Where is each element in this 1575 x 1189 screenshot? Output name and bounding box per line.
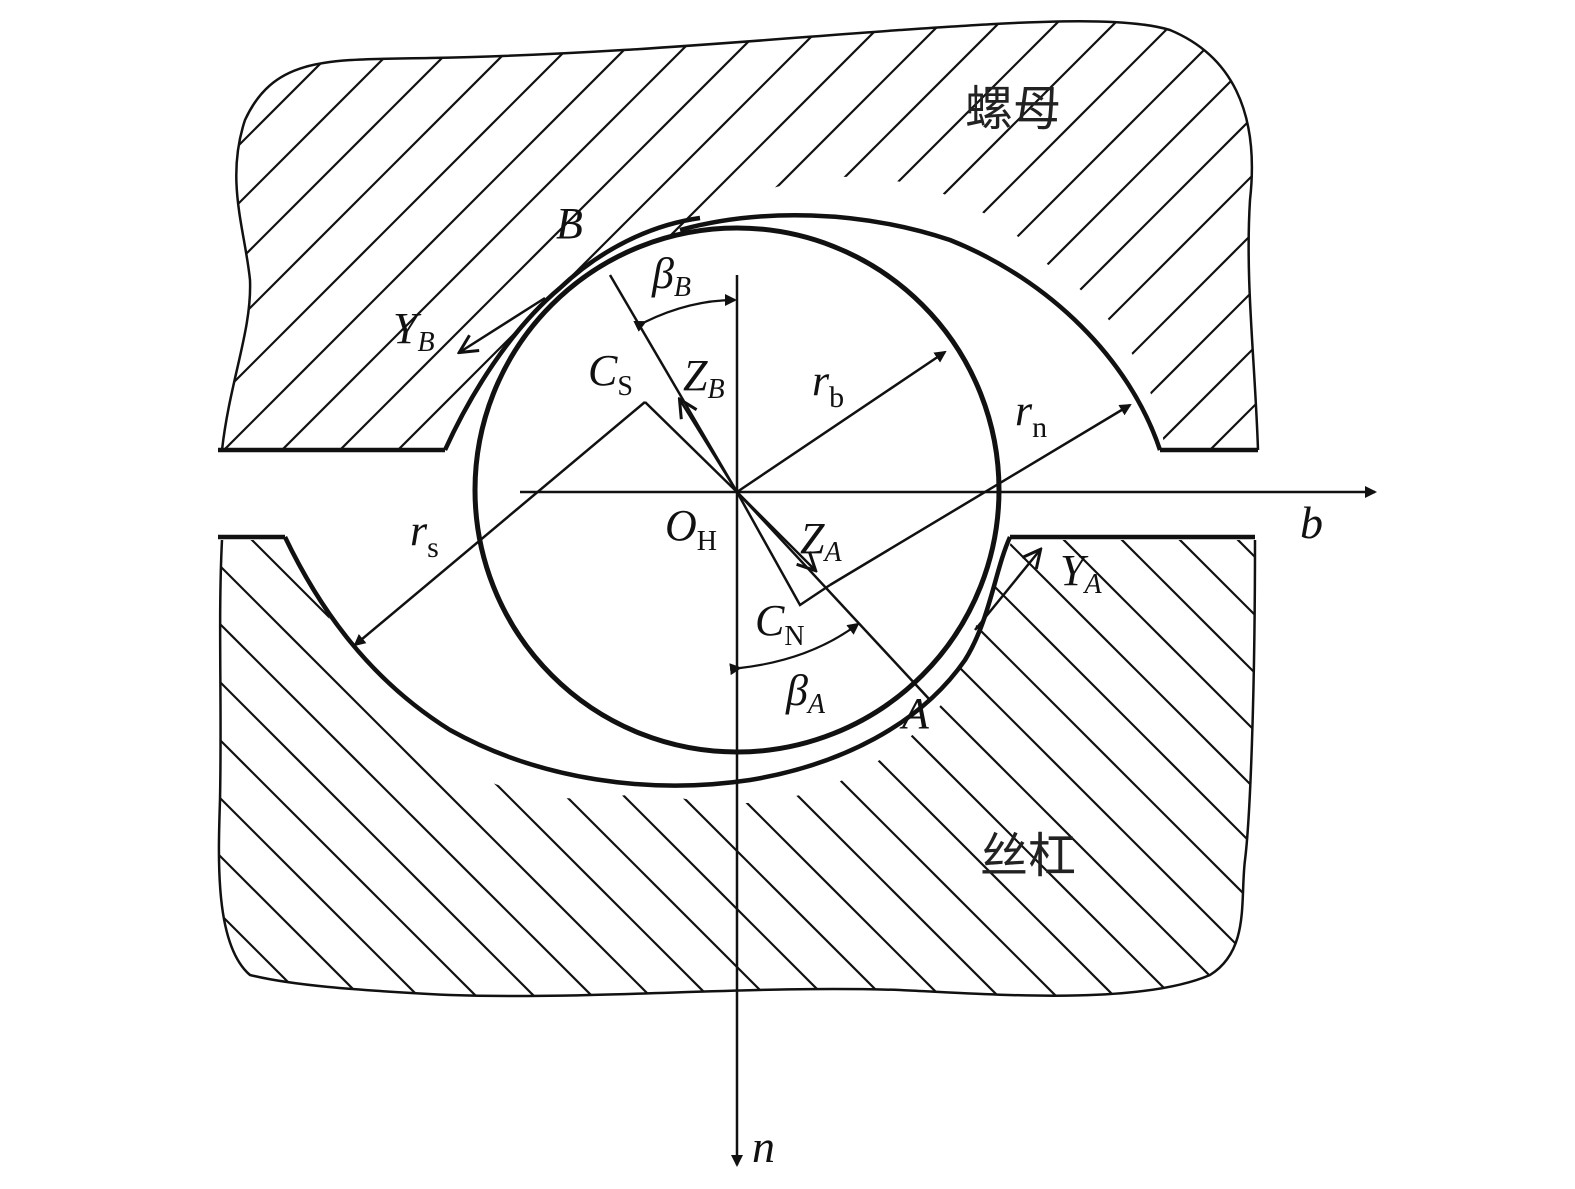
- hatch-line: [218, 540, 375, 997]
- contact-line-lower: [736, 491, 931, 701]
- hatch-line: [821, 540, 1256, 997]
- point-a-label: A: [899, 689, 930, 738]
- rn-radius: [829, 403, 1132, 587]
- nut-groove: [442, 213, 1163, 451]
- hatch-line: [222, 21, 665, 450]
- rb-radius: [736, 350, 947, 494]
- rn-label: rn: [1015, 386, 1047, 444]
- hatch-line: [241, 540, 723, 997]
- hatch-line: [1316, 10, 1575, 460]
- hatch-line: [1083, 21, 1258, 450]
- hatch-line: [1257, 21, 1258, 450]
- hatch-line: [222, 21, 317, 450]
- hatch-line: [1141, 21, 1258, 450]
- rs-radius: [353, 401, 646, 647]
- hatch-line: [0, 10, 200, 460]
- hatch-line: [1025, 21, 1258, 450]
- hatch-line: [271, 21, 723, 450]
- n-axis-label: n: [752, 1121, 775, 1172]
- yb-label: YB: [393, 304, 435, 358]
- hatch-line: [1374, 10, 1575, 460]
- hatch-line: [387, 21, 839, 450]
- hatch-line: [995, 540, 1256, 997]
- hatch-line: [967, 21, 1258, 450]
- beta-a-arc: [729, 622, 860, 676]
- hatch-line: [1548, 10, 1575, 460]
- b-axis-label: b: [1300, 497, 1323, 548]
- zb-arrow: [680, 400, 739, 493]
- screw-region: [0, 530, 1575, 1010]
- hatch-line: [222, 21, 375, 450]
- beta-b-label: βB: [651, 249, 691, 303]
- beta-a-label: βA: [785, 666, 826, 720]
- hatch-line: [218, 540, 491, 997]
- hatch-line: [1432, 10, 1575, 460]
- za-arrow: [736, 491, 815, 570]
- cs-construction: [644, 401, 738, 493]
- hatch-line: [222, 21, 491, 450]
- hatch-line: [647, 540, 1129, 997]
- screw-label: 丝杠: [980, 828, 1076, 884]
- hatch-line: [763, 540, 1245, 997]
- hatch-line: [1227, 540, 1256, 997]
- rb-label: rb: [812, 356, 844, 414]
- point-b-label: B: [556, 199, 583, 248]
- hatch-line: [222, 21, 549, 450]
- hatch-line: [1286, 530, 1575, 1010]
- hatch-line: [1111, 540, 1256, 997]
- hatch-line: [677, 21, 1129, 450]
- nut-outline: [220, 19, 1260, 451]
- hatch-line: [1053, 540, 1256, 997]
- hatch-line: [851, 21, 1258, 450]
- hatch-line: [218, 540, 665, 997]
- cn-construction: [735, 491, 831, 607]
- hatch-line: [1460, 530, 1575, 1010]
- hatch-line: [218, 540, 317, 997]
- hatch-line: [0, 530, 200, 1010]
- rs-label: rs: [410, 506, 439, 564]
- ya-label: YA: [1060, 546, 1102, 600]
- hatch-line: [879, 540, 1256, 997]
- hatch-line: [222, 21, 433, 450]
- hatch-line: [299, 540, 781, 997]
- hatch-line: [415, 540, 897, 997]
- nut-label: 螺母: [965, 81, 1061, 137]
- hatch-line: [937, 540, 1256, 997]
- yb-arrow: [460, 296, 546, 352]
- cs-label: CS: [588, 346, 633, 402]
- hatch-line: [222, 21, 607, 450]
- screw-outline: [217, 539, 1257, 998]
- oh-label: OH: [665, 501, 717, 557]
- hatch-line: [329, 21, 781, 450]
- screw-groove: [282, 536, 1013, 788]
- hatch-line: [218, 540, 549, 997]
- zb-label: ZB: [683, 351, 725, 405]
- hatch-line: [1490, 10, 1575, 460]
- hatch-line: [1518, 530, 1575, 1010]
- hatch-line: [222, 21, 259, 450]
- hatch-line: [218, 540, 607, 997]
- hatch-line: [218, 540, 433, 997]
- za-label: ZA: [800, 514, 842, 568]
- hatch-line: [1344, 530, 1575, 1010]
- cn-label: CN: [755, 596, 805, 652]
- ya-arrow: [974, 550, 1040, 631]
- hatch-line: [1402, 530, 1575, 1010]
- beta-b-arc: [633, 294, 737, 332]
- hatch-line: [1169, 540, 1256, 997]
